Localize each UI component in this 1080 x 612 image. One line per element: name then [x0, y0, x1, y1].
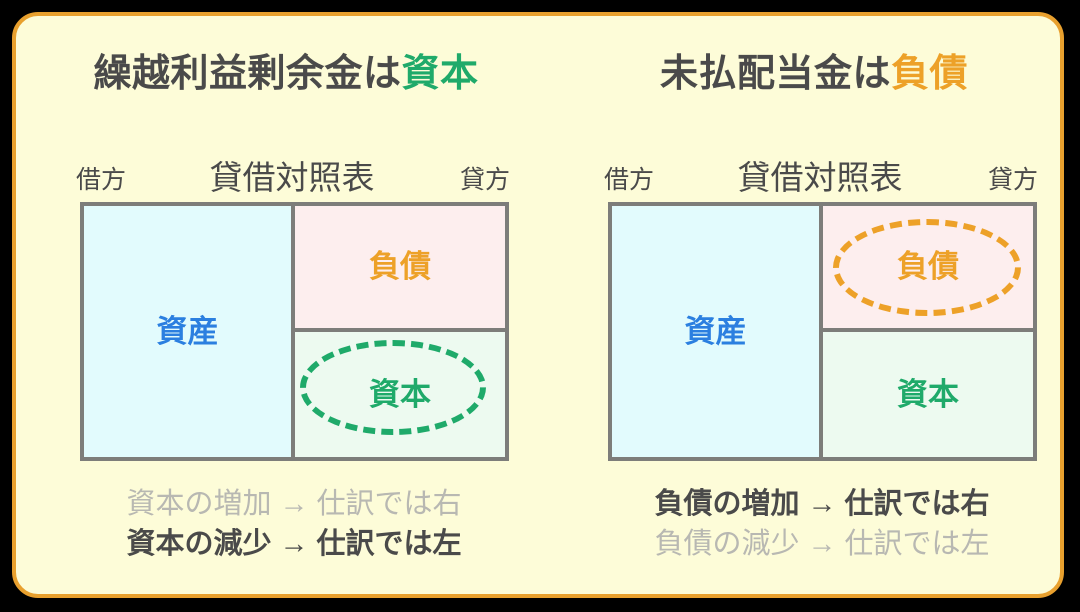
- balance-sheet-table: 資産 負債 資本: [80, 202, 509, 461]
- balance-sheet-header: 借方 貸借対照表 貸方: [68, 152, 516, 196]
- rule-line-increase: 負債の増加 → 仕訳では右: [654, 488, 990, 520]
- panel-title: 繰越利益剰余金は資本: [16, 52, 556, 96]
- rule-line-increase: 資本の増加 → 仕訳では右: [126, 488, 462, 520]
- debit-side-label: 借方: [76, 166, 127, 194]
- rule-line-decrease: 負債の減少 → 仕訳では左: [654, 528, 990, 560]
- credit-side-label: 貸方: [987, 166, 1038, 194]
- cell-equity-label: 資本: [369, 376, 431, 412]
- balance-sheet-title: 貸借対照表: [737, 159, 903, 196]
- rule-line-decrease: 資本の減少 → 仕訳では左: [126, 528, 462, 560]
- balance-sheet-title: 貸借対照表: [209, 159, 375, 196]
- cell-liabilities-label: 負債: [897, 249, 959, 284]
- panel-retained-earnings: 繰越利益剰余金は資本 借方 貸借対照表 貸方 資産 負債 資本: [16, 16, 556, 594]
- cell-liabilities-label: 負債: [369, 249, 431, 284]
- panel-title-prefix: 未払配当金は: [659, 53, 891, 95]
- panel-title-highlight: 負債: [891, 53, 969, 95]
- panel-title: 未払配当金は負債: [544, 52, 1080, 96]
- panel-title-highlight: 資本: [401, 53, 479, 95]
- debit-side-label: 借方: [604, 166, 655, 194]
- cell-equity-label: 資本: [897, 376, 959, 412]
- balance-sheet-header: 借方 貸借対照表 貸方: [596, 152, 1044, 196]
- rules-list: 資本の増加 → 仕訳では右 資本の減少 → 仕訳では左: [68, 484, 520, 564]
- panel-unpaid-dividends: 未払配当金は負債 借方 貸借対照表 貸方 資産 負債 資本: [544, 16, 1080, 594]
- balance-sheet-table: 資産 負債 資本: [608, 202, 1037, 461]
- cell-equity: 資本: [823, 332, 1033, 457]
- rules-list: 負債の増加 → 仕訳では右 負債の減少 → 仕訳では左: [596, 484, 1048, 564]
- cell-equity: 資本: [295, 332, 505, 457]
- credit-side-label: 貸方: [459, 166, 510, 194]
- cell-assets: 資産: [612, 206, 823, 457]
- cell-liabilities: 負債: [823, 206, 1033, 332]
- cell-liabilities: 負債: [295, 206, 505, 332]
- cell-assets-label: 資産: [684, 313, 747, 349]
- panel-title-prefix: 繰越利益剰余金は: [93, 53, 402, 95]
- content-card: 繰越利益剰余金は資本 借方 貸借対照表 貸方 資産 負債 資本: [12, 12, 1064, 598]
- cell-assets: 資産: [84, 206, 295, 457]
- cell-assets-label: 資産: [156, 313, 219, 349]
